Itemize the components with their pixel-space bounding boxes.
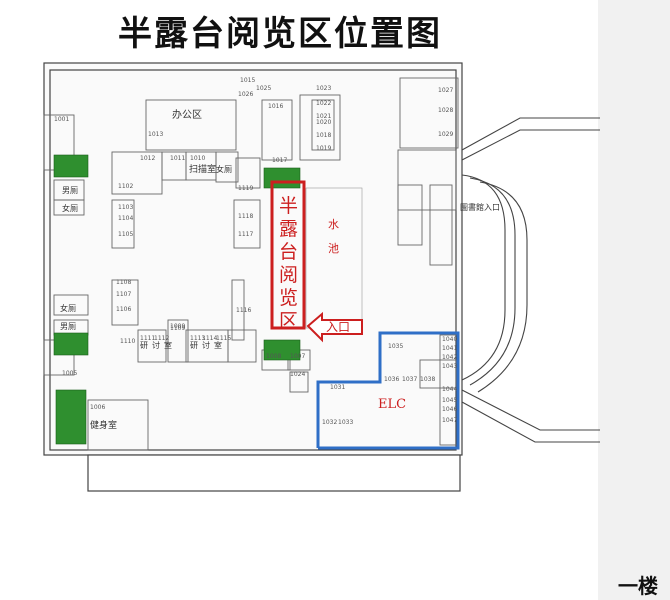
- men-label-2: 男厕: [60, 322, 76, 331]
- room-number-1009: 1009: [170, 323, 185, 330]
- reading-zone-frame: [270, 180, 306, 330]
- room-number-1114: 1114: [202, 335, 217, 342]
- stairs: [53, 154, 301, 445]
- research-3: 室: [164, 340, 172, 350]
- room-number-1012: 1012: [140, 155, 155, 162]
- room-number-1016: 1016: [268, 103, 283, 110]
- room-number-layer: 1001 1005 1006 1008 1007 1009 1010 1011 1012 1013…: [54, 77, 457, 426]
- room-number-1025: 1025: [256, 85, 271, 92]
- reading-zone-label: 半 露 台 阅 览 区: [279, 195, 298, 332]
- room-number-1029: 1029: [438, 131, 453, 138]
- room-number-1021: 1021: [316, 113, 331, 120]
- women-label-2: 女厕: [60, 303, 76, 313]
- zone-char-3: 台: [279, 241, 298, 263]
- room-number-1108: 1108: [116, 279, 131, 286]
- page-title: 半露台阅览区位置图: [118, 14, 442, 54]
- entrance-arrow: 入口: [306, 311, 363, 343]
- room-number-1031: 1031: [330, 384, 345, 391]
- room-number-1103: 1103: [118, 204, 133, 211]
- room-number-1047: 1047: [442, 417, 457, 424]
- zone-char-2: 露: [279, 218, 298, 240]
- room-number-1033: 1033: [338, 419, 353, 426]
- room-number-1118: 1118: [238, 213, 253, 220]
- room-number-1045: 1045: [442, 397, 457, 404]
- room-number-1027: 1027: [438, 87, 453, 94]
- room-number-1040: 1040: [442, 336, 457, 343]
- room-number-1102: 1102: [118, 183, 133, 190]
- room-number-1043: 1043: [442, 363, 457, 370]
- research-4: 研: [190, 341, 198, 350]
- room-number-1109: 1109: [170, 325, 185, 332]
- room-number-1044: 1044: [442, 386, 457, 393]
- room-number-1038: 1038: [420, 376, 435, 383]
- room-number-1022: 1022: [316, 100, 331, 107]
- room-number-1041: 1041: [442, 345, 457, 352]
- research-2: 讨: [152, 340, 160, 350]
- zone-char-6: 区: [279, 310, 298, 332]
- library-entrance-label: 圖書館入口: [460, 202, 500, 212]
- zone-char-5: 览: [279, 287, 298, 309]
- room-number-1013: 1013: [148, 131, 163, 138]
- building-outline: [43, 62, 463, 492]
- room-number-1020: 1020: [316, 119, 331, 126]
- margin-band: [598, 0, 670, 600]
- research-6: 室: [214, 340, 222, 350]
- room-number-1046: 1046: [442, 406, 457, 413]
- room-number-1010: 1010: [190, 155, 205, 162]
- room-number-1112: 1112: [154, 335, 169, 342]
- room-number-1037: 1037: [402, 376, 417, 383]
- room-number-1115: 1115: [216, 335, 231, 342]
- room-number-1019: 1019: [316, 145, 331, 152]
- room-number-1106: 1106: [116, 306, 131, 313]
- men-label-1: 男厕: [62, 186, 78, 195]
- research-5: 讨: [202, 340, 210, 350]
- room-number-1001: 1001: [54, 116, 69, 123]
- room-number-1032: 1032: [322, 419, 337, 426]
- room-number-1007: 1007: [290, 353, 305, 360]
- research-1: 研: [140, 341, 148, 350]
- room-number-1104: 1104: [118, 215, 133, 222]
- room-number-1119: 1119: [238, 185, 253, 192]
- room-number-1005: 1005: [62, 370, 77, 377]
- room-number-1036: 1036: [384, 376, 399, 383]
- room-number-1110: 1110: [120, 338, 135, 345]
- zone-char-4: 阅: [279, 264, 298, 286]
- room-number-1008: 1008: [266, 353, 281, 360]
- room-number-1113: 1113: [190, 335, 205, 342]
- room-number-1023: 1023: [316, 85, 331, 92]
- room-number-1017: 1017: [272, 157, 287, 164]
- floor-plan-map: 半 露 台 阅 览 区 水 池 入口 ELC 办公区 扫描室 健身室 圖書館入口…: [43, 62, 600, 492]
- water-label-2: 池: [328, 242, 339, 255]
- room-number-1018: 1018: [316, 132, 331, 139]
- room-number-1042: 1042: [442, 354, 457, 361]
- room-number-1006: 1006: [90, 404, 105, 411]
- room-number-1015: 1015: [240, 77, 255, 84]
- room-number-1117: 1117: [238, 231, 253, 238]
- elc-boundary: [316, 331, 460, 450]
- entrance-arcs: [461, 117, 600, 443]
- gym-label: 健身室: [90, 419, 117, 431]
- room-number-1026: 1026: [238, 91, 253, 98]
- room-number-1111: 1111: [140, 335, 155, 342]
- room-number-1116: 1116: [236, 307, 251, 314]
- women-label-3: 女厕: [216, 164, 232, 174]
- cleaning-label: 扫描室: [189, 163, 216, 175]
- room-number-1105: 1105: [118, 231, 133, 238]
- zone-char-1: 半: [279, 195, 298, 217]
- room-number-1028: 1028: [438, 107, 453, 114]
- room-number-1035: 1035: [388, 343, 403, 350]
- office-label: 办公区: [172, 108, 202, 121]
- room-number-1024: 1024: [290, 371, 305, 378]
- women-label-1: 女厕: [62, 203, 78, 213]
- elc-label: ELC: [378, 397, 406, 412]
- floor-label: 一楼: [618, 574, 658, 598]
- water-label-1: 水: [328, 218, 339, 231]
- room-number-1107: 1107: [116, 291, 131, 298]
- room-number-1011: 1011: [170, 155, 185, 162]
- entrance-label: 入口: [326, 320, 350, 334]
